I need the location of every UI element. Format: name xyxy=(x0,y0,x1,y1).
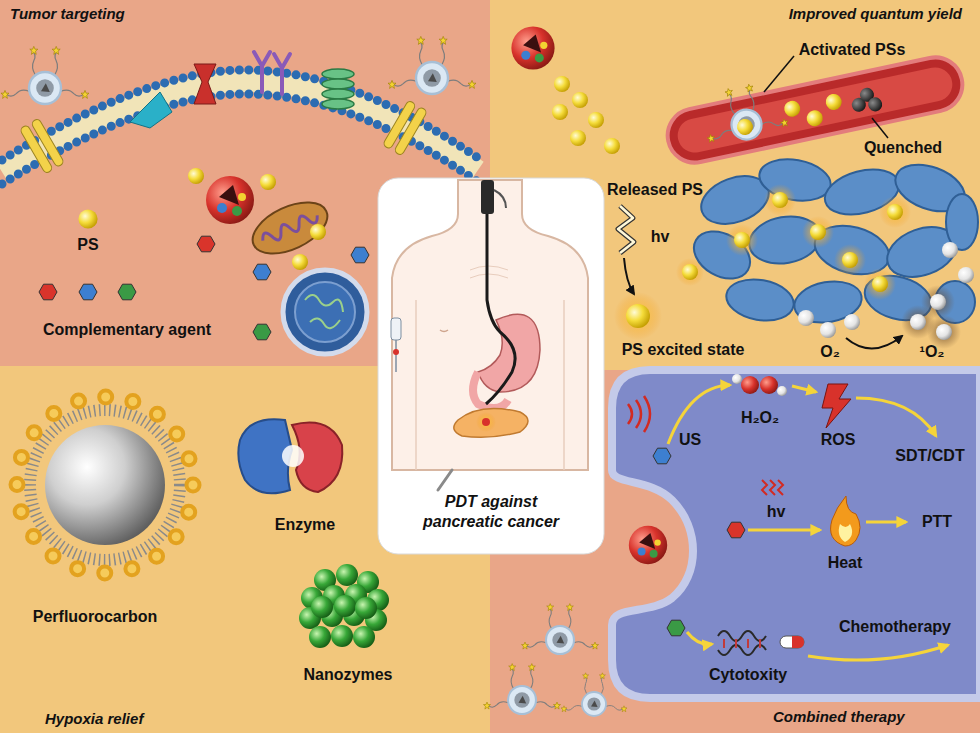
panel-heading: Combined therapy xyxy=(773,708,905,725)
label-text: PS xyxy=(77,236,98,254)
label-text: Complementary agent xyxy=(43,321,211,339)
oxygen-spheres xyxy=(798,242,974,349)
membrane-proteins xyxy=(19,52,427,174)
light-excitation xyxy=(614,206,704,340)
label-text: PTT xyxy=(922,513,952,531)
label-text: Perfluorocarbon xyxy=(33,608,157,626)
cellular-targets xyxy=(188,168,369,354)
label-text: Heat xyxy=(828,554,863,572)
photothermal-path xyxy=(727,480,906,546)
enzyme-shape xyxy=(238,419,342,493)
targeted-nanoparticles xyxy=(1,36,476,104)
title-box: PDT against pancreatic cancer xyxy=(378,178,604,554)
label-text: Chemotherapy xyxy=(839,618,951,636)
label-text: Quenched xyxy=(864,139,942,157)
label-text: US xyxy=(679,431,701,449)
label-text: SDT/CDT xyxy=(895,447,964,465)
panel-band: Hypoxia relief xyxy=(0,366,490,733)
box-title: PDT against pancreatic cancer xyxy=(378,492,604,532)
cell-membrane xyxy=(2,70,478,184)
nanozyme-cluster xyxy=(299,564,389,648)
leader-lines xyxy=(764,56,888,138)
label-text: H₂O₂ xyxy=(741,409,779,427)
label-text: ROS xyxy=(821,431,856,449)
label-text: hv xyxy=(651,228,670,246)
label-text: Activated PSs xyxy=(799,41,906,59)
sonodynamic-path xyxy=(628,374,936,464)
panel-band: Improved quantum yield xyxy=(490,0,980,370)
label-text: Released PS xyxy=(607,181,703,199)
legend-symbols xyxy=(39,209,136,299)
label-text: Cytotoxity xyxy=(709,666,787,684)
label-text: PS excited state xyxy=(622,341,745,359)
label-text: Nanozymes xyxy=(304,666,393,684)
label-text: Enzyme xyxy=(275,516,335,534)
tumor-cell-body xyxy=(612,370,980,698)
panel-heading: Improved quantum yield xyxy=(789,5,962,22)
panel-heading: Hypoxia relief xyxy=(45,710,143,727)
ps-in-cells xyxy=(726,184,911,300)
panel-heading: Tumor targeting xyxy=(10,5,125,22)
blood-vessel xyxy=(660,41,967,168)
label-text: O₂ xyxy=(820,343,840,361)
center-figure xyxy=(378,178,604,554)
released-ps-trail xyxy=(511,26,620,154)
label-text: ¹O₂ xyxy=(920,343,945,361)
panel-band: Tumor targeting xyxy=(0,0,490,366)
label-text: hv xyxy=(767,503,786,521)
tumor-cells xyxy=(686,154,978,328)
perfluorocarbon-particle xyxy=(17,397,193,573)
